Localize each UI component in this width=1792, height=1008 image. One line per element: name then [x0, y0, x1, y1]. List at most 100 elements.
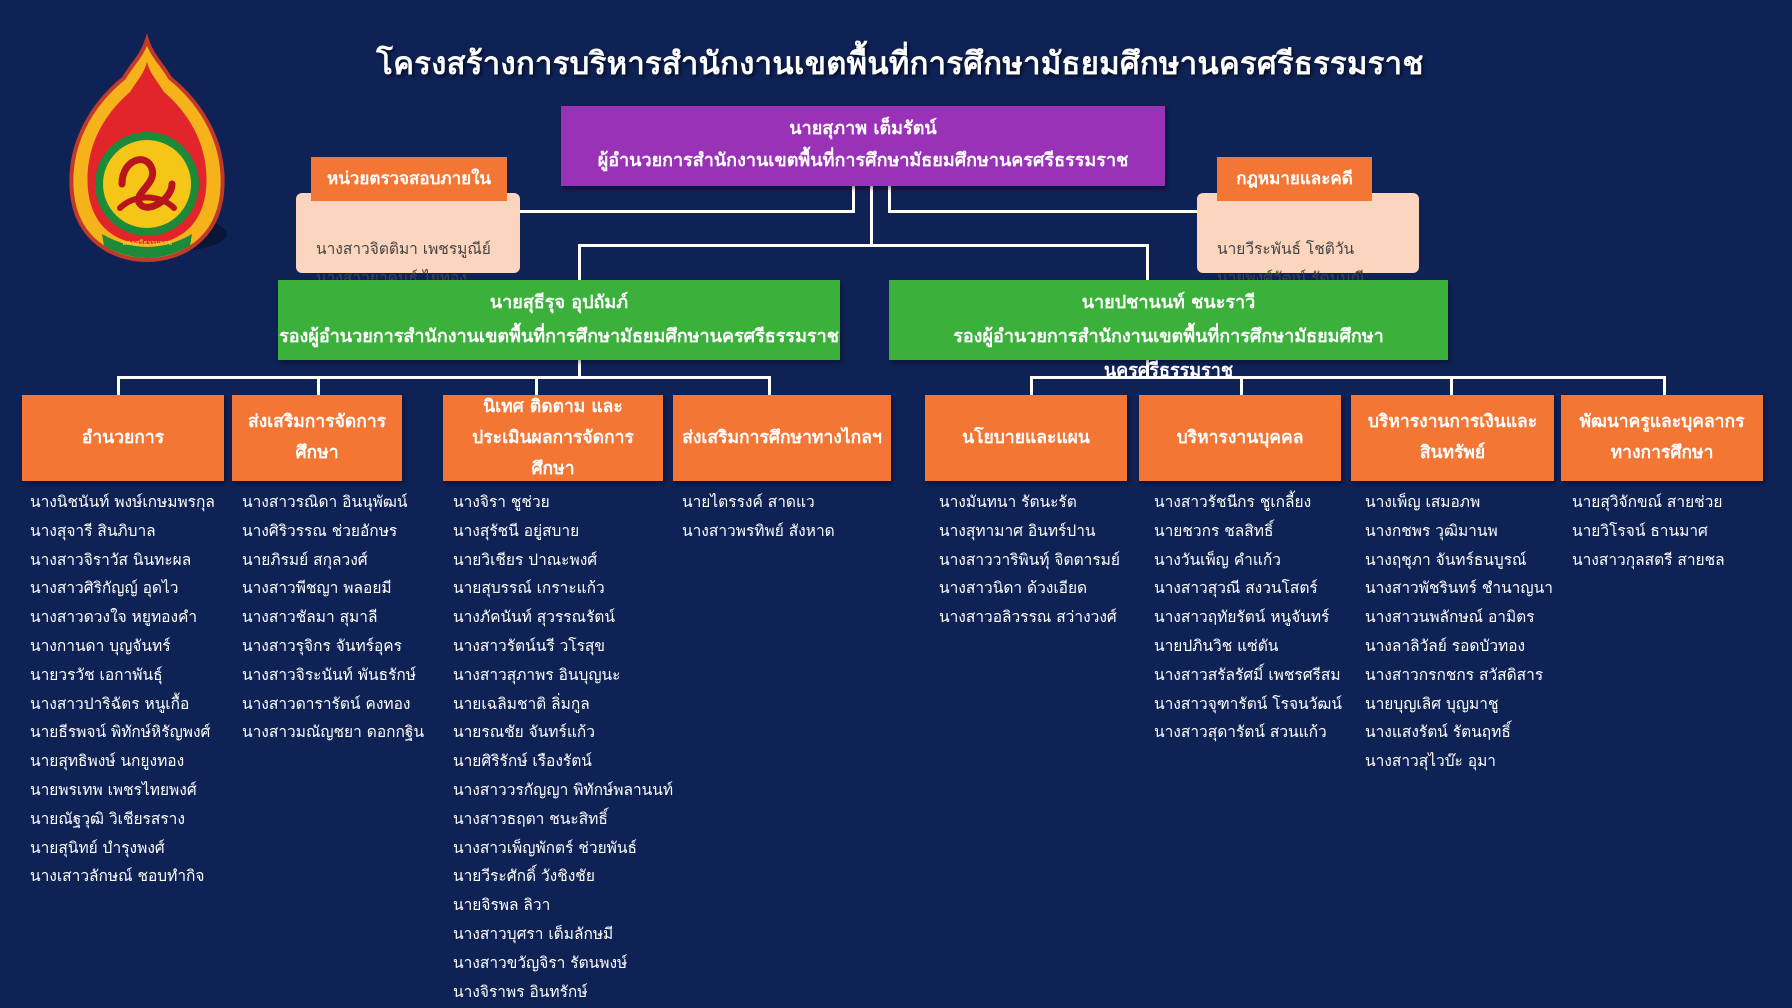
- audit-unit-box: นางสาวจิตติมา เพชรมูณีย์ นางสาวยุวคนธ์ ไ…: [296, 193, 520, 287]
- staff-list: นางสาวรณิดา อินนุพัฒน์นางศิริวรรณ ช่วยอั…: [242, 488, 424, 747]
- staff-member: นางสาวพัชรินทร์ ชำนาญนา: [1365, 579, 1553, 598]
- staff-member: นายชวกร ชลสิทธิ์: [1154, 521, 1274, 540]
- staff-member: นางสาวขวัญจิรา รัตนพงษ์: [453, 953, 628, 972]
- staff-member: นางสุทามาศ อินทร์ปาน: [939, 521, 1096, 540]
- staff-member: นางภัคนันท์ สุวรรณรัตน์: [453, 608, 615, 627]
- staff-member: นางมันทนา รัตนะรัต: [939, 493, 1077, 511]
- staff-member: นางเพ็ญ เสมอภพ: [1365, 493, 1481, 511]
- staff-member: นางสาวรัตน์นรี วโรสุข: [453, 636, 605, 655]
- emblem-icon: นครศรีธรรมราช: [62, 33, 232, 266]
- staff-member: นางสาววาริพินทุ์ จิตตารมย์: [939, 550, 1120, 569]
- staff-member: นางแสงรัตน์ รัตนฤทธิ์: [1365, 723, 1511, 742]
- staff-member: นางศิริวรรณ ช่วยอักษร: [242, 521, 398, 540]
- staff-member: นายรณชัย จันทร์แก้ว: [453, 723, 595, 742]
- staff-list: นางจิรา ชูช่วยนางสุรัชนี อยู่สบายนายวิเช…: [453, 488, 673, 1006]
- staff-member: นางสาวดารารัตน์ คงทอง: [242, 694, 411, 713]
- staff-member: นายจิรพล ลิวา: [453, 896, 551, 915]
- staff-member: นางสาวศิริกัญญ์ อุดไว: [30, 579, 179, 598]
- legal-member: นายวีระพันธ์ โชติวัน: [1217, 240, 1355, 258]
- staff-member: นางสุจารี สินภิบาล: [30, 521, 156, 540]
- staff-member: นางสาวนิดา ด้วงเอียด: [939, 579, 1088, 598]
- staff-member: นางสาวรัชนีกร ชูเกลี้ยง: [1154, 493, 1312, 511]
- staff-member: นางวันเพ็ญ คำแก้ว: [1154, 550, 1281, 569]
- staff-member: นางจิราพร อินทรักษ์: [453, 982, 588, 1001]
- staff-member: นางจิรา ชูช่วย: [453, 493, 550, 511]
- dept-title: บริหารงานการเงินและสินทรัพย์: [1367, 412, 1538, 463]
- staff-member: นางสาวสุวณี สงวนโสตร์: [1154, 579, 1318, 598]
- staff-member: นางลาลิวัลย์ รอดบัวทอง: [1365, 636, 1526, 655]
- deputy-position: รองผู้อำนวยการสำนักงานเขตพื้นที่การศึกษา…: [953, 326, 1384, 381]
- staff-member: นางกชพร วุฒิมานพ: [1365, 521, 1498, 540]
- dept-title: พัฒนาครูและบุคลากรทางการศึกษา: [1579, 412, 1745, 463]
- staff-member: นางสาวสุดารัตน์ สวนแก้ว: [1154, 723, 1327, 742]
- staff-member: นายวีระศักดิ์ วังชิงชัย: [453, 867, 595, 886]
- staff-member: นางสาวกุลสตรี สายชล: [1572, 550, 1725, 569]
- legal-unit-box: นายวีระพันธ์ โชติวัน นายพงศ์วัฒน์ รัตนมณ…: [1197, 193, 1419, 287]
- audit-member: นางสาวจิตติมา เพชรมูณีย์: [316, 240, 491, 258]
- staff-member: นางสาวสรัลรัศมิ์ เพชรศรีสม: [1154, 665, 1341, 684]
- dept-title: อำนวยการ: [81, 427, 165, 448]
- deputy-position: รองผู้อำนวยการสำนักงานเขตพื้นที่การศึกษา…: [279, 326, 839, 347]
- dept-title: ส่งเสริมการศึกษาทางไกลฯ: [682, 427, 882, 448]
- dept-box-1: อำนวยการ: [22, 395, 224, 481]
- staff-member: นางสาวสุภาพร อินบุญนะ: [453, 665, 621, 684]
- staff-member: นางสาวรุจิกร จันทร์อุคร: [242, 636, 403, 655]
- staff-member: นายเฉลิมชาติ ลิ่มกูล: [453, 694, 590, 713]
- staff-member: นายภิรมย์ สกุลวงศ์: [242, 550, 368, 569]
- staff-member: นางสาวชัลมา สุมาลี: [242, 608, 378, 627]
- staff-list: นางมันทนา รัตนะรัตนางสุทามาศ อินทร์ปานนา…: [939, 488, 1120, 632]
- dept-title: บริหารงานบุคคล: [1176, 427, 1304, 448]
- staff-member: นายปภินวิช แซ่ตัน: [1154, 636, 1279, 655]
- staff-member: นางสาวสุไวบ๊ะ อุมา: [1365, 752, 1497, 771]
- staff-member: นางกานดา บุญจันทร์: [30, 636, 171, 655]
- staff-member: นายพรเทพ เพชรไทยพงศ์: [30, 780, 197, 799]
- staff-list: นางสาวรัชนีกร ชูเกลี้ยงนายชวกร ชลสิทธิ์น…: [1154, 488, 1342, 747]
- staff-member: นางสาวพรทิพย์ สังหาด: [682, 521, 835, 540]
- dept-box-3: นิเทศ ติดตาม และประเมินผลการจัดการศึกษา: [443, 395, 663, 481]
- staff-member: นายวิเชียร ปาณะพงศ์: [453, 550, 598, 569]
- staff-member: นางสาวจุฑารัตน์ โรจนวัฒน์: [1154, 694, 1342, 713]
- legal-unit-title: กฎหมายและคดี: [1217, 157, 1372, 201]
- staff-member: นายสุนิทย์ บำรุงพงศ์: [30, 838, 165, 857]
- staff-member: นางสุรัชนี อยู่สบาย: [453, 521, 580, 540]
- staff-member: นางสาวบุศรา เต็มลักษมี: [453, 924, 614, 943]
- staff-member: นางเสาวลักษณ์ ชอบทำกิจ: [30, 867, 205, 886]
- deputy-box-1: นายสุธีรุจ อุปถัมภ์ รองผู้อำนวยการสำนักง…: [278, 280, 840, 360]
- staff-list: นายสุวิจักขณ์ สายช่วยนายวิโรจน์ ธานมาศนา…: [1572, 488, 1725, 574]
- dept-box-6: บริหารงานบุคคล: [1139, 395, 1341, 481]
- staff-member: นายณัฐวุฒิ วิเชียรสราง: [30, 809, 185, 828]
- staff-list: นางเพ็ญ เสมอภพนางกชพร วุฒิมานพนางฤชุภา จ…: [1365, 488, 1553, 776]
- staff-member: นายบุญเลิศ บุญมาชู: [1365, 694, 1499, 713]
- staff-member: นางนิชนันท์ พงษ์เกษมพรกุล: [30, 493, 215, 511]
- staff-member: นางสาวเพ็ญพักตร์ ช่วยพันธ์: [453, 838, 637, 857]
- staff-list: นางนิชนันท์ พงษ์เกษมพรกุลนางสุจารี สินภิ…: [30, 488, 215, 891]
- staff-member: นายศิริรักษ์ เรืองรัตน์: [453, 752, 592, 771]
- staff-member: นางสาวจิราวัส นินทะผล: [30, 550, 192, 569]
- dept-box-7: บริหารงานการเงินและสินทรัพย์: [1351, 395, 1554, 481]
- deputy-name: นายปชานนท์ ชนะราวี: [1081, 292, 1256, 313]
- staff-member: นางสาวนพลักษณ์ อามิตร: [1365, 608, 1535, 627]
- staff-member: นางสาวปาริฉัตร หนูเกื้อ: [30, 694, 190, 713]
- staff-member: นายไตรรงค์ สาดแว: [682, 493, 815, 511]
- dept-box-5: นโยบายและแผน: [925, 395, 1127, 481]
- staff-member: นายธีรพจน์ พิทักษ์หิรัญพงศ์: [30, 723, 211, 742]
- staff-member: นายสุวิจักขณ์ สายช่วย: [1572, 493, 1723, 511]
- staff-member: นายวิโรจน์ ธานมาศ: [1572, 521, 1708, 540]
- deputy-name: นายสุธีรุจ อุปถัมภ์: [489, 292, 629, 313]
- dept-title: นิเทศ ติดตาม และประเมินผลการจัดการศึกษา: [472, 396, 634, 479]
- staff-member: นางสาวดวงใจ หยูทองคำ: [30, 608, 198, 627]
- emblem-caption: นครศรีธรรมราช: [121, 239, 173, 247]
- dept-box-4: ส่งเสริมการศึกษาทางไกลฯ: [673, 395, 891, 481]
- staff-member: นางสาวจิระนันท์ พันธรักษ์: [242, 665, 417, 684]
- staff-member: นางสาววรกัญญา พิทักษ์พลานนท์: [453, 780, 674, 799]
- staff-member: นางสาวอลิวรรณ สว่างวงศ์: [939, 608, 1117, 627]
- dept-box-2: ส่งเสริมการจัดการศึกษา: [232, 395, 402, 481]
- staff-member: นางสาวฤทัยรัตน์ หนูจันทร์: [1154, 608, 1330, 627]
- staff-member: นางสาวธฤตา ชนะสิทธิ์: [453, 809, 608, 828]
- director-name: นายสุภาพ เต็มรัตน์: [789, 118, 937, 139]
- staff-member: นายสุทธิพงษ์ นกยูงทอง: [30, 752, 185, 771]
- deputy-box-2: นายปชานนท์ ชนะราวี รองผู้อำนวยการสำนักงา…: [889, 280, 1448, 381]
- director-position: ผู้อำนวยการสำนักงานเขตพื้นที่การศึกษามัธ…: [597, 150, 1129, 171]
- dept-box-8: พัฒนาครูและบุคลากรทางการศึกษา: [1561, 395, 1763, 481]
- staff-member: นางฤชุภา จันทร์ธนบูรณ์: [1365, 550, 1527, 569]
